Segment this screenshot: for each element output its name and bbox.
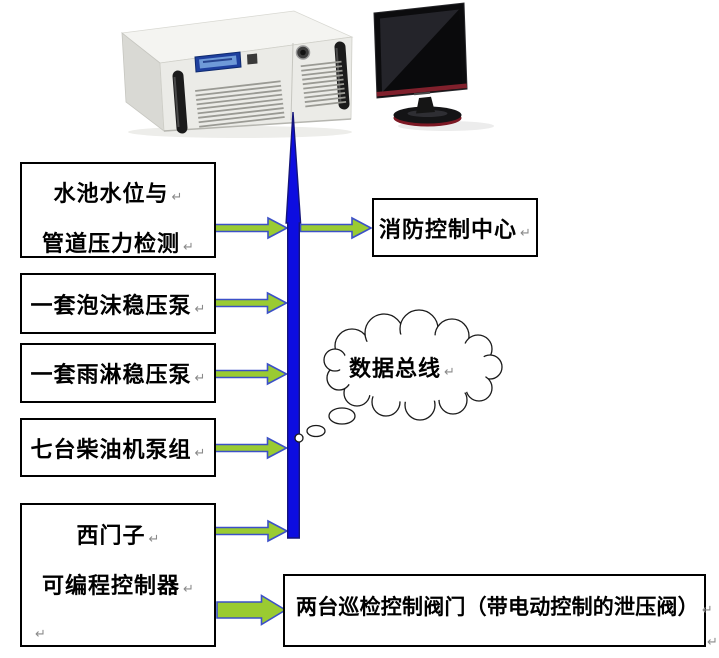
box-pool-line1: 水池水位与↵ <box>53 181 183 206</box>
blue-up-arrow <box>285 111 302 539</box>
outside-return-mark: ↵ <box>704 633 718 651</box>
cloud-tail-bubble-3 <box>294 433 304 443</box>
return-mark-icon: ↵ <box>520 224 531 240</box>
arrow-bus-to-fire-center <box>299 216 373 240</box>
arrow-siemens-to-valves <box>216 594 288 626</box>
box-diesel-label: 七台柴油机泵组↵ <box>30 436 206 462</box>
return-mark-icon: ↵ <box>194 300 206 316</box>
return-mark-icon: ↵ <box>183 239 194 254</box>
box-siemens-line1: 西门子↵ <box>76 523 160 548</box>
box-siemens-line2: 可编程控制器↵ <box>42 573 194 598</box>
return-mark-icon: ↵ <box>194 370 206 385</box>
return-mark-icon: ↵ <box>183 581 194 596</box>
box-foam-label: 一套泡沫稳压泵↵ <box>30 292 206 318</box>
box-fire-label: 消防控制中心↵ <box>379 216 531 242</box>
box-diesel-pump-group: 七台柴油机泵组↵ <box>20 418 216 477</box>
cloud-tail-bubble-1 <box>328 407 356 425</box>
rack-server-image <box>121 10 354 138</box>
return-mark-icon: ↵ <box>148 531 160 546</box>
box-rain-pressure-pump: 一套雨淋稳压泵↵ <box>20 343 216 403</box>
return-mark-icon: ↵ <box>35 626 46 641</box>
box-rain-label: 一套雨淋稳压泵↵ <box>30 362 206 387</box>
thought-cloud <box>294 309 503 443</box>
return-mark-icon: ↵ <box>194 444 206 460</box>
box-pool-level-detection: 水池水位与↵ 管道压力检测↵ <box>20 162 216 258</box>
arrow-foam-to-bus <box>214 291 289 315</box>
box-foam-pressure-pump: 一套泡沫稳压泵↵ <box>20 273 216 334</box>
monitor-image <box>373 2 494 131</box>
arrow-pool-to-bus <box>214 216 289 240</box>
box-siemens-empty-line: ↵ <box>22 618 214 647</box>
arrow-diesel-to-bus <box>214 436 289 460</box>
return-mark-icon: ↵ <box>171 189 183 204</box>
return-mark-icon: ↵ <box>707 634 718 649</box>
return-mark-icon: ↵ <box>444 364 455 379</box>
box-fire-control-center: 消防控制中心↵ <box>372 198 538 257</box>
cloud-tail-bubble-2 <box>306 424 326 438</box>
arrow-rain-to-bus <box>214 362 289 386</box>
box-patrol-control-valves: 两台巡检控制阀门（带电动控制的泄压阀）↵ <box>283 574 713 647</box>
return-mark-icon: ↵ <box>701 602 713 617</box>
arrow-siemens-to-bus <box>214 519 289 543</box>
box-siemens-plc: 西门子↵ 可编程控制器↵ ↵ <box>20 503 216 647</box>
data-bus-label: 数据总线↵ <box>349 356 455 381</box>
box-valves-label: 两台巡检控制阀门（带电动控制的泄压阀）↵ <box>296 596 713 619</box>
box-pool-line2: 管道压力检测↵ <box>42 231 194 256</box>
